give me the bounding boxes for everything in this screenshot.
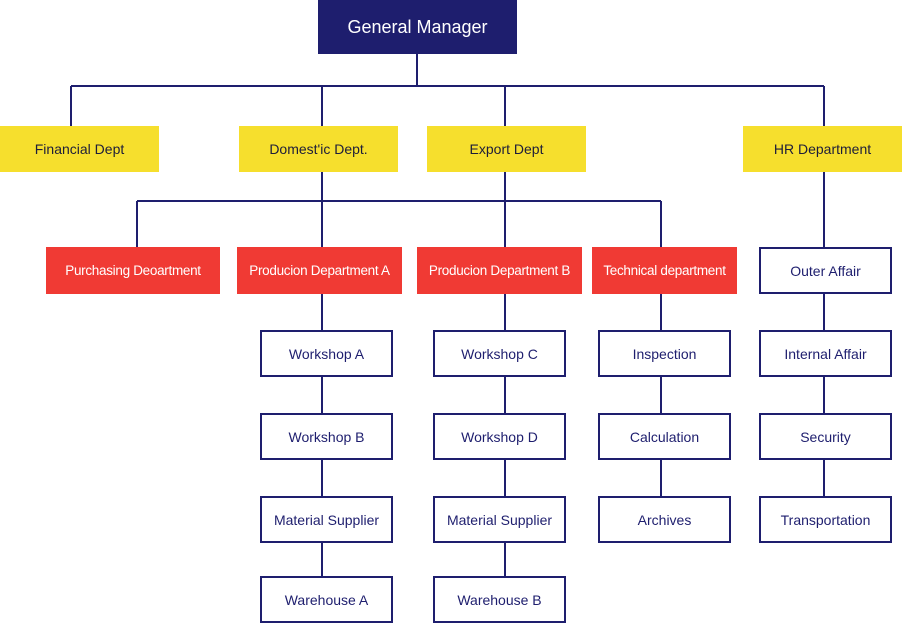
production-department-a-box: Producion Department A	[237, 247, 402, 294]
transportation-box: Transportation	[759, 496, 892, 543]
technical-department-box: Technical department	[592, 247, 737, 294]
workshop-b-box: Workshop B	[260, 413, 393, 460]
calculation-box: Calculation	[598, 413, 731, 460]
hr-department-box: HR Department	[743, 126, 902, 172]
domestic-dept-box: Domest'ic Dept.	[239, 126, 398, 172]
material-supplier-a-box: Material Supplier	[260, 496, 393, 543]
workshop-a-box: Workshop A	[260, 330, 393, 377]
warehouse-a-box: Warehouse A	[260, 576, 393, 623]
general-manager-box: General Manager	[318, 0, 517, 54]
workshop-d-box: Workshop D	[433, 413, 566, 460]
financial-dept-box: Financial Dept	[0, 126, 159, 172]
outer-affair-box: Outer Affair	[759, 247, 892, 294]
production-department-b-box: Producion Department B	[417, 247, 582, 294]
archives-box: Archives	[598, 496, 731, 543]
purchasing-department-box: Purchasing Deoartment	[46, 247, 220, 294]
workshop-c-box: Workshop C	[433, 330, 566, 377]
material-supplier-b-box: Material Supplier	[433, 496, 566, 543]
internal-affair-box: Internal Affair	[759, 330, 892, 377]
security-box: Security	[759, 413, 892, 460]
warehouse-b-box: Warehouse B	[433, 576, 566, 623]
export-dept-box: Export Dept	[427, 126, 586, 172]
inspection-box: Inspection	[598, 330, 731, 377]
